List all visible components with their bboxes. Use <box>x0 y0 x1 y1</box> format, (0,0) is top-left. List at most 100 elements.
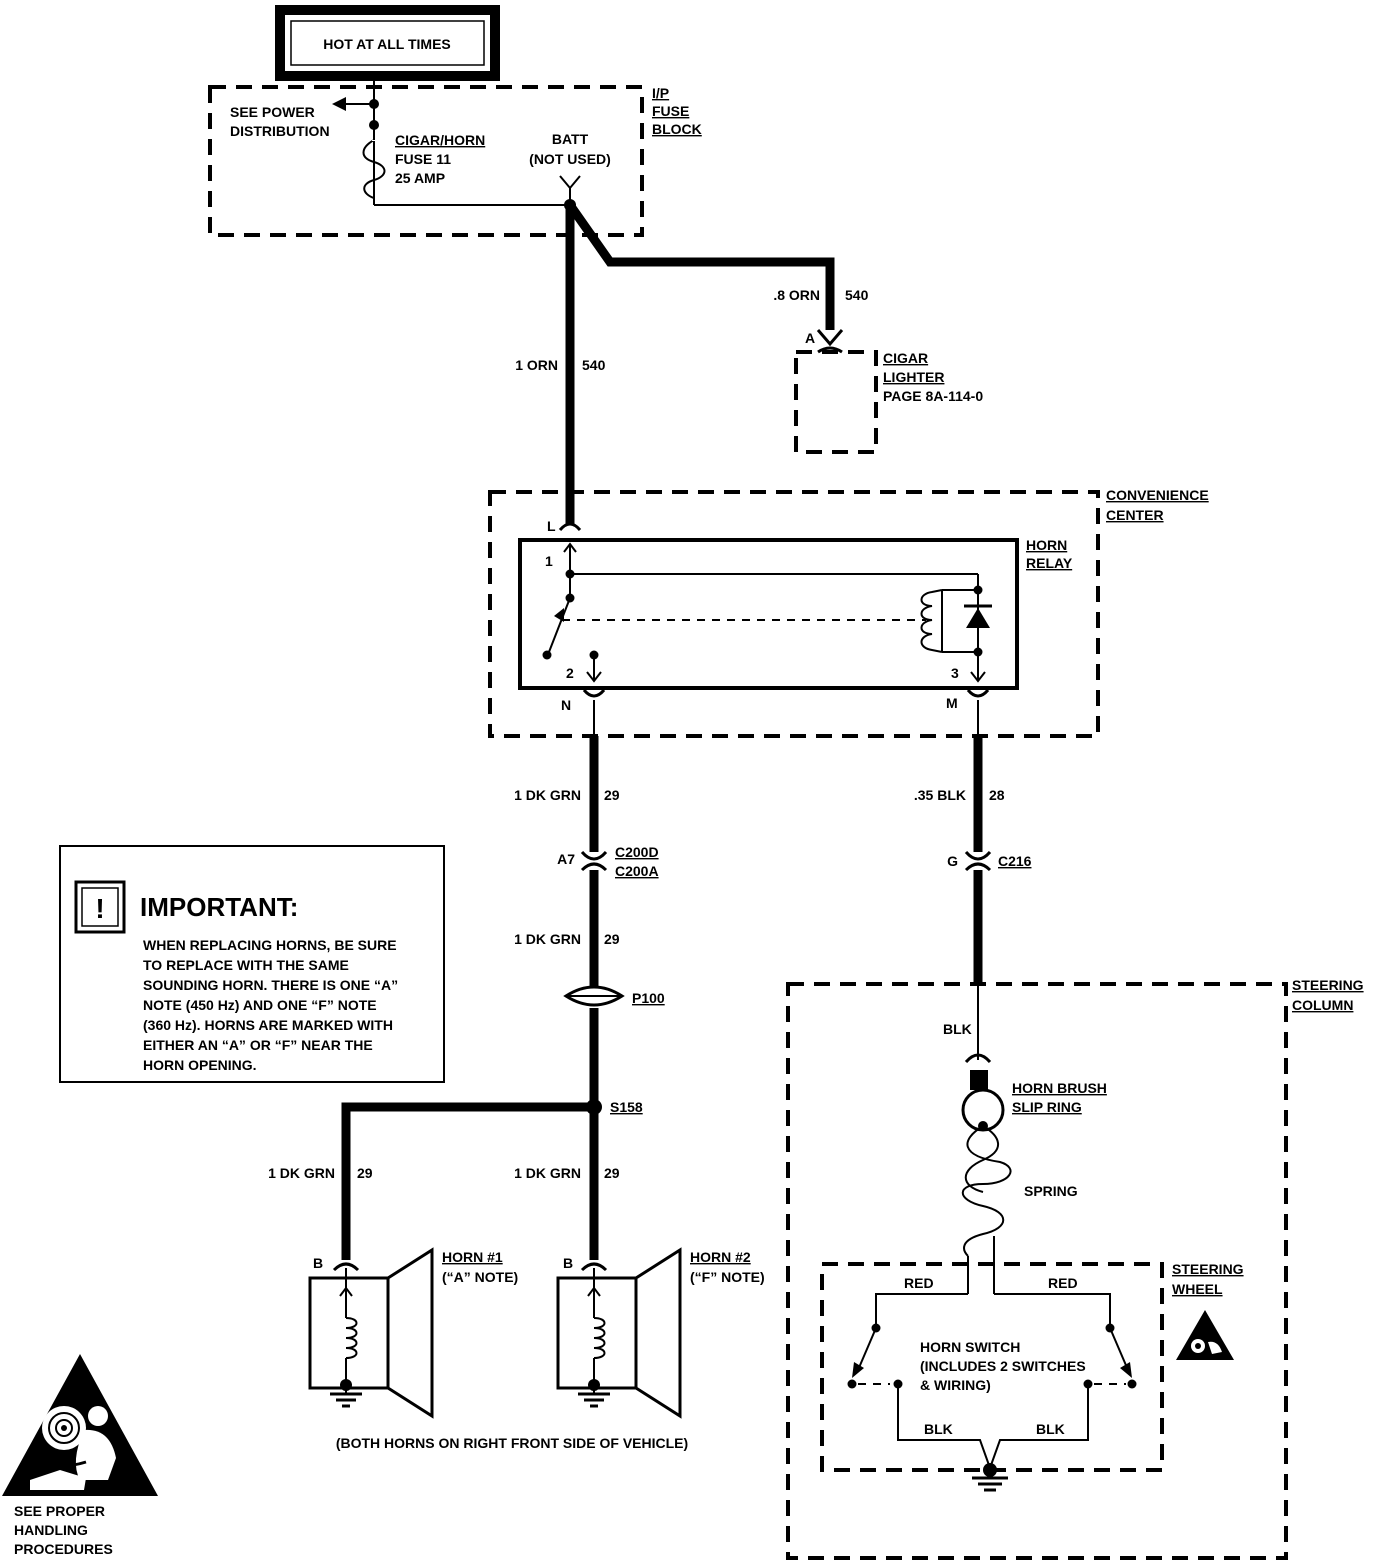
brush-label-2: SLIP RING <box>1012 1099 1082 1115</box>
horn-2: B HORN #2 (“F” NOTE) <box>556 1247 765 1419</box>
horn-relay-box <box>518 538 1019 690</box>
pin-l: L <box>547 518 556 534</box>
see-power-line-1: SEE POWER <box>230 104 315 120</box>
horn1-label-2: (“A” NOTE) <box>442 1269 518 1285</box>
handling-line-2: HANDLING <box>14 1522 88 1538</box>
batt-not-used: (NOT USED) <box>529 151 611 167</box>
w-h1-circuit: 29 <box>357 1165 373 1181</box>
pin-n: N <box>561 697 571 713</box>
red-right-label: RED <box>1048 1275 1078 1291</box>
fuse-number: FUSE 11 <box>395 151 451 167</box>
fuse-name: CIGAR/HORN <box>395 132 485 148</box>
cigar-label-2: LIGHTER <box>883 369 944 385</box>
p100-grommet: P100 <box>563 985 665 1007</box>
convenience-center: CONVENIENCE CENTER L N M HORN RELAY 1 2 <box>488 487 1209 738</box>
important-notice: ! IMPORTANT: WHEN REPLACING HORNS, BE SU… <box>59 845 445 1083</box>
cigar-lighter: A CIGAR LIGHTER PAGE 8A-114-0 <box>794 330 983 454</box>
important-line-3: SOUNDING HORN. THERE IS ONE “A” <box>143 977 398 993</box>
steering-wheel-title-2: WHEEL <box>1172 1281 1223 1297</box>
relay-term-1: 1 <box>545 553 553 569</box>
ip-fuse-block: I/P FUSE BLOCK SEE POWER DISTRIBUTION CI… <box>208 76 702 237</box>
horn2-coil-icon <box>593 1317 606 1359</box>
blk-left-label: BLK <box>924 1421 953 1437</box>
w-h2-circuit: 29 <box>604 1165 620 1181</box>
horn2-label-2: (“F” NOTE) <box>690 1269 765 1285</box>
horn1-pin: B <box>313 1255 323 1271</box>
red-left-label: RED <box>904 1275 934 1291</box>
steering-column: STEERING COLUMN BLK HORN BRUSH SLIP RING… <box>786 977 1364 1560</box>
spring-label: SPRING <box>1024 1183 1078 1199</box>
c216-name: C216 <box>998 853 1032 869</box>
w-main-circuit: 540 <box>582 357 606 373</box>
c200-pin: A7 <box>557 851 575 867</box>
important-line-1: WHEN REPLACING HORNS, BE SURE <box>143 937 397 953</box>
airbag-handling-icon <box>2 1354 158 1496</box>
cigar-label-3: PAGE 8A-114-0 <box>883 388 983 404</box>
connector-c200: A7 C200D C200A <box>557 844 659 879</box>
horn1-label-1: HORN #1 <box>442 1249 503 1265</box>
relay-coil-icon <box>920 589 943 653</box>
relay-term-3: 3 <box>951 665 959 681</box>
cigar-pin: A <box>805 330 815 346</box>
horn-relay-title-1: HORN <box>1026 537 1067 553</box>
pin-m: M <box>946 695 958 711</box>
hot-label: HOT AT ALL TIMES <box>323 36 451 52</box>
horn2-bell-icon <box>635 1247 682 1419</box>
connector-c216: G C216 <box>947 850 1032 872</box>
steering-column-title-2: COLUMN <box>1292 997 1353 1013</box>
airbag-warning-small-icon <box>1176 1310 1234 1360</box>
cigar-label-1: CIGAR <box>883 350 928 366</box>
exclamation-icon <box>74 880 126 934</box>
w-n-circuit: 29 <box>604 787 620 803</box>
wire-cigar-orn <box>566 202 835 330</box>
important-line-7: HORN OPENING. <box>143 1057 257 1073</box>
p100-label: P100 <box>632 990 665 1006</box>
spring-icon <box>962 1125 1012 1257</box>
steering-column-title-1: STEERING <box>1292 977 1364 993</box>
fuse-block-title-1: I/P <box>652 85 669 101</box>
horn-switch-label-1: HORN SWITCH <box>920 1339 1020 1355</box>
handling-line-1: SEE PROPER <box>14 1503 105 1519</box>
w-main-gauge: 1 ORN <box>515 357 558 373</box>
s158-label: S158 <box>610 1099 643 1115</box>
important-line-4: NOTE (450 Hz) AND ONE “F” NOTE <box>143 997 377 1013</box>
horn-switch-label-3: & WIRING) <box>920 1377 991 1393</box>
w-cigar-gauge: .8 ORN <box>773 287 820 303</box>
important-heading: IMPORTANT: <box>140 892 298 922</box>
horn-switch-label-2: (INCLUDES 2 SWITCHES <box>920 1358 1086 1374</box>
see-power-line-2: DISTRIBUTION <box>230 123 330 139</box>
convenience-title-2: CENTER <box>1106 507 1164 523</box>
fuse-block-title-2: FUSE <box>652 103 689 119</box>
w-n2-gauge: 1 DK GRN <box>514 931 581 947</box>
horn2-pin: B <box>563 1255 573 1271</box>
w-n2-circuit: 29 <box>604 931 620 947</box>
relay-term-2: 2 <box>566 665 574 681</box>
handling-line-3: PROCEDURES <box>14 1541 113 1557</box>
horn-brush-icon <box>970 1070 988 1090</box>
brush-label-1: HORN BRUSH <box>1012 1080 1107 1096</box>
fuse-rating: 25 AMP <box>395 170 445 186</box>
steering-wheel-title-1: STEERING <box>1172 1261 1244 1277</box>
svg-text:!: ! <box>95 893 104 924</box>
fuse-block-title-3: BLOCK <box>652 121 702 137</box>
hot-at-all-times-box: HOT AT ALL TIMES <box>275 5 500 81</box>
c200-name-2: C200A <box>615 863 659 879</box>
important-line-2: TO REPLACE WITH THE SAME <box>143 957 349 973</box>
batt-label: BATT <box>552 131 589 147</box>
important-line-5: (360 Hz). HORNS ARE MARKED WITH <box>143 1017 393 1033</box>
horn2-label-1: HORN #2 <box>690 1249 751 1265</box>
w-m-gauge: .35 BLK <box>914 787 966 803</box>
horn1-bell-icon <box>387 1247 434 1419</box>
important-line-6: EITHER AN “A” OR “F” NEAR THE <box>143 1037 373 1053</box>
convenience-title-1: CONVENIENCE <box>1106 487 1209 503</box>
fuse-icon <box>362 139 386 199</box>
w-h1-gauge: 1 DK GRN <box>268 1165 335 1181</box>
horn-relay-title-2: RELAY <box>1026 555 1073 571</box>
w-n-gauge: 1 DK GRN <box>514 787 581 803</box>
c200-name-1: C200D <box>615 844 659 860</box>
horn-1: B HORN #1 (“A” NOTE) <box>308 1247 518 1419</box>
diode-icon <box>966 608 990 628</box>
horn1-coil-icon <box>345 1317 358 1359</box>
c216-pin: G <box>947 853 958 869</box>
